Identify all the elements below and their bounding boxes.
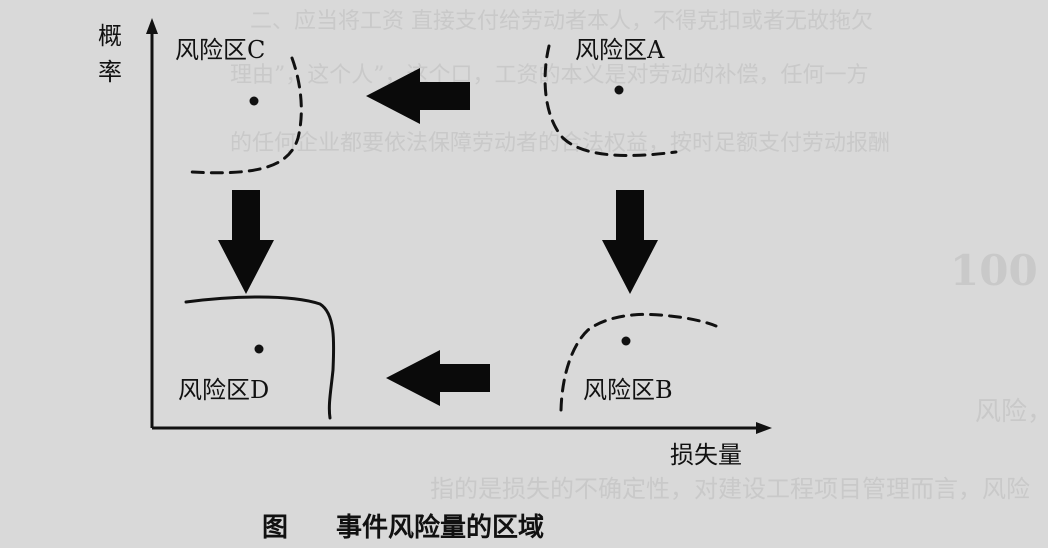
zone-d: 风险区D [178,295,336,420]
x-axis-label: 损失量 [670,441,742,469]
figure-caption: 图 事件风险量的区域 [262,512,544,543]
y-axis-arrowhead [146,18,158,34]
zone-d-boundary [184,295,336,420]
arrow-c-to-d [218,190,274,294]
zone-b-dot [621,336,631,346]
zone-a-label: 风险区A [575,36,665,64]
bg-text-line-1: 二、应当将工资 直接支付给劳动者本人，不得克扣或者无故拖欠 [250,9,873,34]
bg-text-line-2: 理由”，这个人”，这个口，工资的本义是对劳动的补偿，任何一方 [230,63,869,88]
zone-a: 风险区A [543,36,678,157]
zone-a-dot [614,85,624,95]
axes: 概 率 损失量 [98,18,772,469]
arrow-a-to-b [602,190,658,294]
background-page-text: 二、应当将工资 直接支付给劳动者本人，不得克扣或者无故拖欠 理由”，这个人”，这… [230,9,1048,503]
zone-b-label: 风险区B [583,376,673,404]
bg-subheading: 风险，风险量和风险量的内涵 [975,397,1048,427]
zone-b: 风险区B [559,312,718,412]
bg-heading: 100 建设工程项目的风险和风险管理 [950,246,1048,295]
zone-b-boundary [559,312,718,412]
bg-text-line-3: 的任何企业都要依法保障劳动者的合法权益，按时足额支付劳动报酬 [230,131,890,156]
caption-title: 事件风险量的区域 [336,512,544,543]
x-axis-arrowhead [756,422,772,434]
transition-arrows [218,68,658,406]
zone-c-dot [249,96,259,106]
y-axis-label-char-2: 率 [98,58,122,86]
caption-prefix: 图 [262,513,288,543]
zone-a-boundary [543,44,678,157]
bg-text-line-4: 指的是损失的不确定性，对建设工程项目管理而言，风险 [430,475,1030,503]
zone-c-boundary [190,56,303,175]
y-axis-label-char-1: 概 [98,22,122,50]
zone-c-label: 风险区C [175,36,265,64]
zone-c: 风险区C [175,36,303,175]
arrow-a-to-c [366,68,470,124]
zone-d-dot [254,344,264,354]
zone-d-label: 风险区D [178,376,269,404]
arrow-b-to-d [386,350,490,406]
